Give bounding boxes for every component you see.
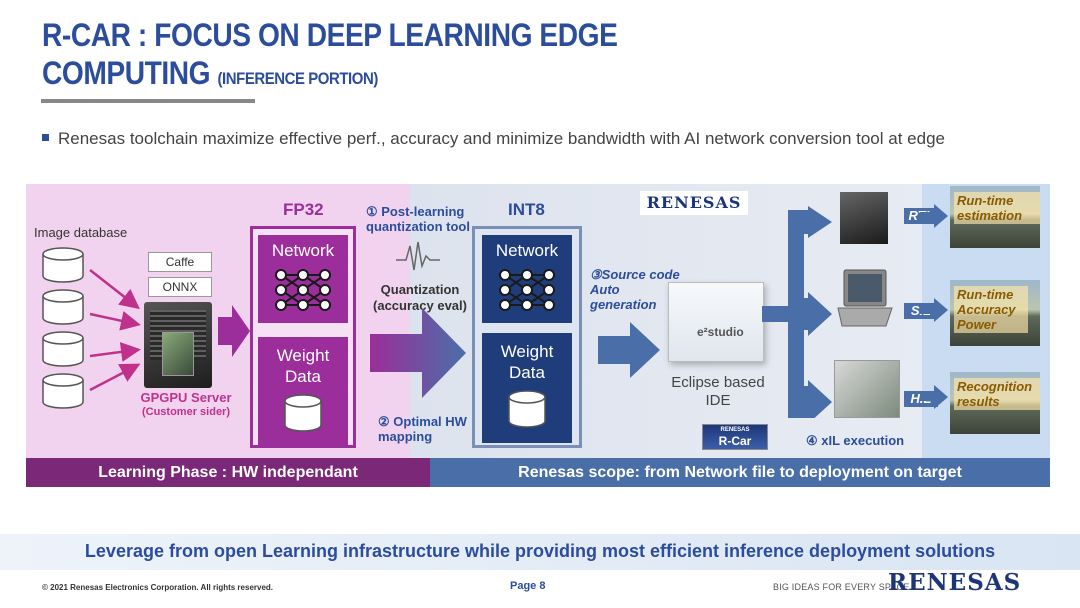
int8-weight-block: Weight Data [482,333,572,443]
title-main: COMPUTING [42,55,211,91]
int8-weight-label: Weight Data [500,342,554,382]
weight-cylinder-icon [284,394,322,432]
gpgpu-title: GPGPU Server [140,390,232,405]
rcar-logo-top: RENESAS [720,427,750,433]
step-1-label: ① Post-learning quantization tool [366,204,470,234]
int8-model-box: Network Weight Data [472,226,582,448]
result-text-3: Recognition results [954,378,1040,410]
result-text-2: Run-time Accuracy Power [954,286,1028,333]
fp32-weight-block: Weight Data [258,337,348,447]
fp32-to-int8-arrow [370,308,466,398]
gpgpu-server-image [144,302,212,388]
fp32-weight-label: Weight Data [276,346,330,386]
renesas-logo-footer: RENESAS [888,569,1022,596]
gpgpu-subtitle: (Customer sider) [141,406,231,418]
result-arrows [920,204,948,409]
step-3-label: ③Source code Auto generation [590,267,680,312]
renesas-logo-top: RENESAS [640,191,748,215]
rtl-hardware-image [840,192,888,244]
rcar-logo: RENESAS R-Car [702,424,768,450]
e2studio-text: e²studio [697,325,744,339]
bottom-banner [0,534,1080,570]
fp32-network-block: Network [258,235,348,323]
int8-title: INT8 [508,200,545,219]
waveform-icon [396,241,440,271]
database-to-server-arrows [89,269,141,392]
recognition-results-thumb: Recognition results [950,372,1040,434]
fp32-model-box: Network Weight Data [250,226,356,448]
title-subtitle: (INFERENCE PORTION) [217,69,379,88]
rcar-logo-main: R-Car [718,434,752,448]
branch-arrows [762,206,832,418]
renesas-scope-bar: Renesas scope: from Network file to depl… [430,458,1050,487]
page-number: Page 8 [510,580,546,592]
server-to-fp32-arrow [218,305,250,357]
step-4-label: ④ xIL execution [806,433,905,448]
result-text-1: Run-time estimation [954,192,1040,224]
copyright: © 2021 Renesas Electronics Corporation. … [42,583,274,592]
image-database-label: Image database [34,225,128,240]
format-onnx: ONNX [148,277,212,297]
fp32-network-label: Network [271,241,335,260]
hil-board-image [834,360,900,418]
int8-to-ide-arrow [598,322,660,378]
title-line-1: R-CAR : FOCUS ON DEEP LEARNING EDGE [42,17,618,53]
laptop-icon [837,269,893,327]
learning-phase-bar: Learning Phase : HW independant [26,458,430,487]
e2studio-screenshot: e²studio [668,282,764,362]
ide-label: Eclipse based IDE [671,374,765,409]
int8-network-block: Network [482,235,572,323]
step-2-label: ② Optimal HW mapping [378,414,467,444]
title-line-2: COMPUTING (INFERENCE PORTION) [42,54,617,98]
runtime-estimation-thumb: Run-time estimation [950,186,1040,248]
bullet-square-icon [42,134,49,141]
format-caffe: Caffe [148,252,212,272]
neural-network-icon [499,269,555,311]
fp32-title: FP32 [283,200,324,219]
title-underline [41,99,255,103]
runtime-accuracy-thumb: Run-time Accuracy Power [950,280,1040,346]
bullet-text: Renesas toolchain maximize effective per… [58,129,945,148]
database-cylinders-icon [42,247,84,409]
footer-tagline: BIG IDEAS FOR EVERY SPACE [773,582,910,592]
quantization-label: Quantization (accuracy eval) [373,282,467,313]
gpgpu-server-label: GPGPU Server (Customer sider) [126,390,246,420]
weight-cylinder-icon [508,390,546,428]
bottom-banner-text: Leverage from open Learning infrastructu… [84,541,996,561]
int8-network-label: Network [495,241,559,260]
bullet-point: Renesas toolchain maximize effective per… [42,129,945,149]
neural-network-icon [275,269,331,311]
slide-title: R-CAR : FOCUS ON DEEP LEARNING EDGE COMP… [42,16,618,98]
